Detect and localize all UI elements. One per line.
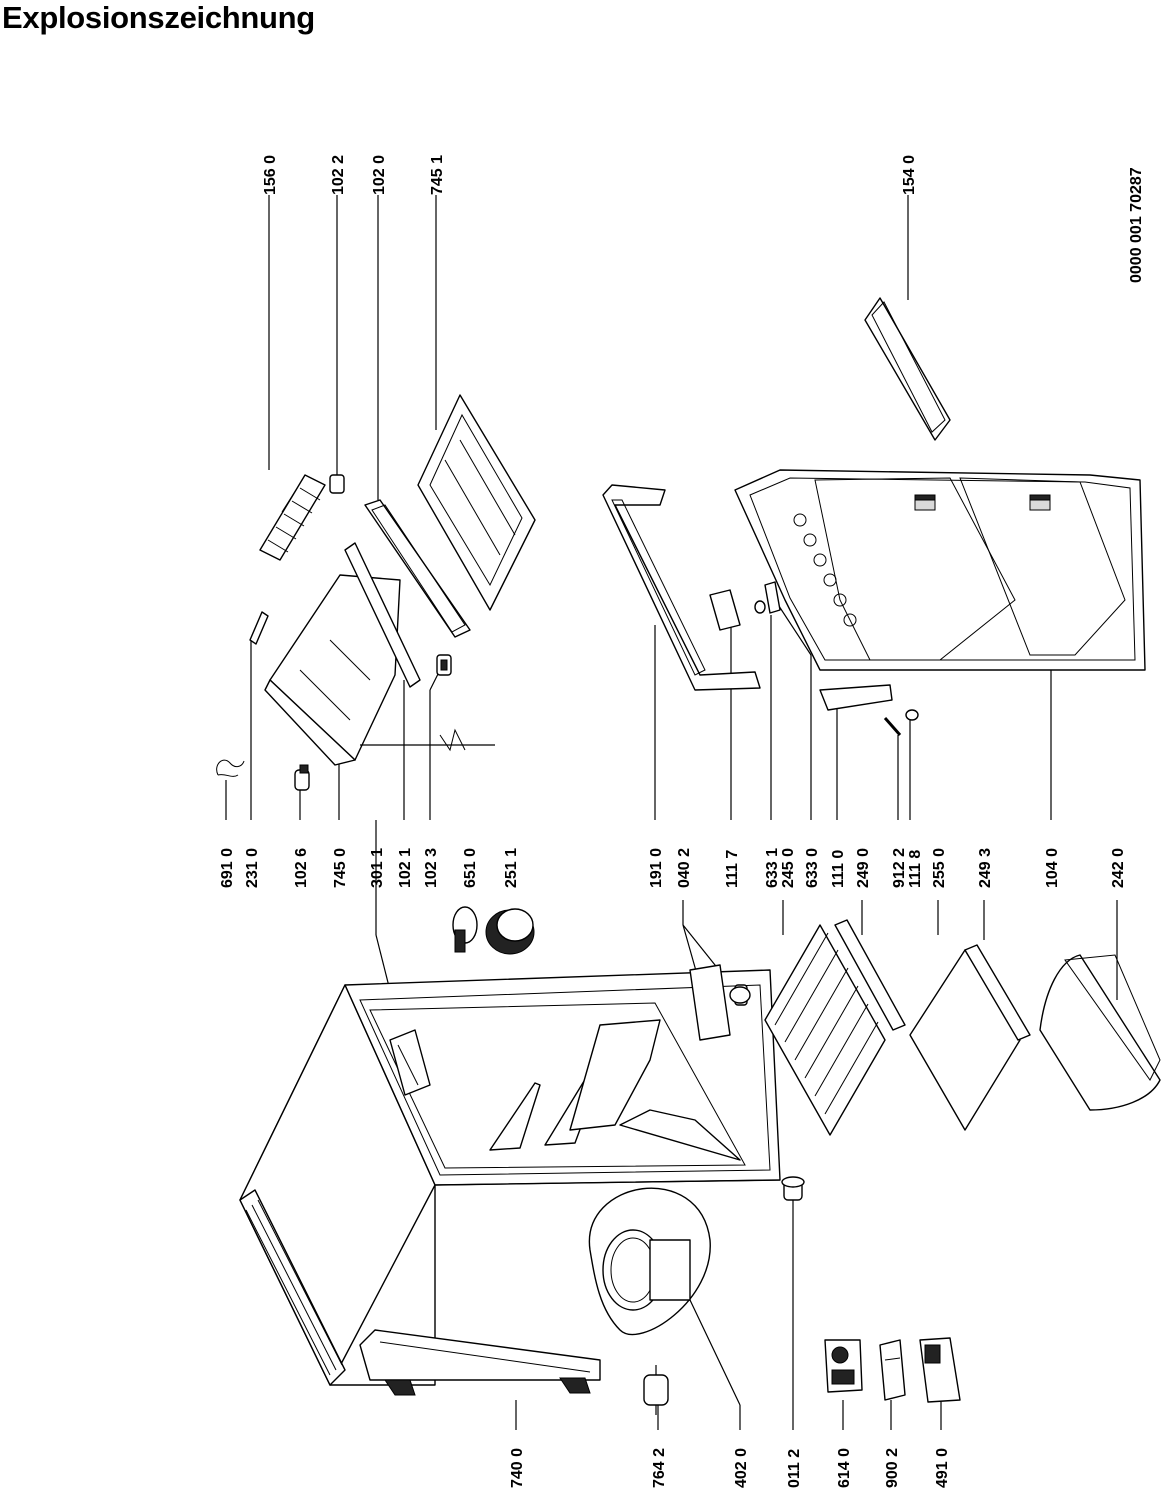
cap-111-8 <box>905 709 919 721</box>
page-title: Explosionszeichnung <box>2 0 315 35</box>
part-633-0 <box>764 581 781 614</box>
part-label: 491 0 <box>934 1448 951 1488</box>
part-label: 745 1 <box>429 155 446 195</box>
part-label: 102 6 <box>293 848 310 888</box>
cabinet-grille <box>239 1189 346 1386</box>
part-label: 231 0 <box>244 848 261 888</box>
part-900-2 <box>879 1339 906 1401</box>
part-label: 633 0 <box>804 848 821 888</box>
part-label: 633 1 <box>764 848 781 888</box>
knob-251-1 <box>485 908 535 955</box>
cover-491-0 <box>919 1337 961 1403</box>
part-label: 111 0 <box>830 850 847 888</box>
part-102-2 <box>329 474 345 494</box>
cabinet-body <box>239 969 781 1396</box>
crisper-drawer-242-0 <box>1039 954 1161 1111</box>
part-102-3 <box>436 654 452 676</box>
part-label: 102 2 <box>330 155 347 195</box>
freezer-tray-745-1 <box>417 394 536 611</box>
part-label: 301 1 <box>369 848 386 888</box>
glass-shelf-255-0 <box>909 949 1021 1131</box>
part-label: 614 0 <box>836 1448 853 1488</box>
part-label: 245 0 <box>780 848 797 888</box>
door-104-0 <box>734 469 1146 671</box>
part-label: 102 3 <box>423 848 440 888</box>
door-bar-154-0 <box>864 297 951 441</box>
part-label: 156 0 <box>262 155 279 195</box>
part-label: 249 3 <box>977 848 994 888</box>
part-label: 154 0 <box>901 155 918 195</box>
part-label: 191 0 <box>648 848 665 888</box>
part-633-1 <box>754 600 766 614</box>
ice-cube-tray <box>259 474 326 561</box>
rail-102-0 <box>364 499 471 638</box>
part-label: 740 0 <box>509 1448 526 1488</box>
label-111-7 <box>709 589 741 631</box>
part-102-6 <box>294 764 310 791</box>
document-number: 0000 001 70287 <box>1128 167 1145 283</box>
part-label: 111 7 <box>724 850 741 888</box>
part-label: 104 0 <box>1044 848 1061 888</box>
screw-912-2 <box>883 717 902 736</box>
part-label: 242 0 <box>1110 848 1127 888</box>
relay-614-0 <box>824 1339 863 1393</box>
lamp-651-0 <box>452 906 478 953</box>
part-label: 764 2 <box>651 1448 668 1488</box>
part-label: 011 2 <box>786 1449 803 1488</box>
part-label: 102 1 <box>397 848 414 888</box>
part-label: 900 2 <box>884 1448 901 1488</box>
foot-011-2 <box>781 1176 805 1201</box>
part-label: 691 0 <box>219 848 236 888</box>
door-frame-191-0 <box>602 484 761 691</box>
part-label: 402 0 <box>733 1448 750 1488</box>
part-label: 255 0 <box>931 848 948 888</box>
part-label: 745 0 <box>332 848 349 888</box>
part-231-0 <box>249 611 269 645</box>
part-764-2 <box>643 1365 669 1415</box>
part-label: 040 2 <box>676 848 693 888</box>
part-111-0 <box>819 684 893 711</box>
part-label: 251 1 <box>503 848 520 888</box>
shelf-edge-249-0 <box>834 919 906 1031</box>
part-691-0 <box>216 759 245 777</box>
hinge-040-2 <box>689 964 751 1041</box>
freezer-compartment <box>264 574 495 766</box>
part-label: 111 8 <box>907 850 924 888</box>
part-label: 912 2 <box>891 848 908 888</box>
shelf-edge-249-3 <box>964 944 1031 1041</box>
part-label: 651 0 <box>462 848 479 888</box>
part-labels: 156 0 102 2 102 0 745 1 154 0 691 0 231 … <box>219 155 1145 1488</box>
part-label: 249 0 <box>855 848 872 888</box>
wire-shelf-245-0 <box>764 924 886 1136</box>
part-label: 102 0 <box>371 155 388 195</box>
rail-102-1 <box>344 542 421 688</box>
